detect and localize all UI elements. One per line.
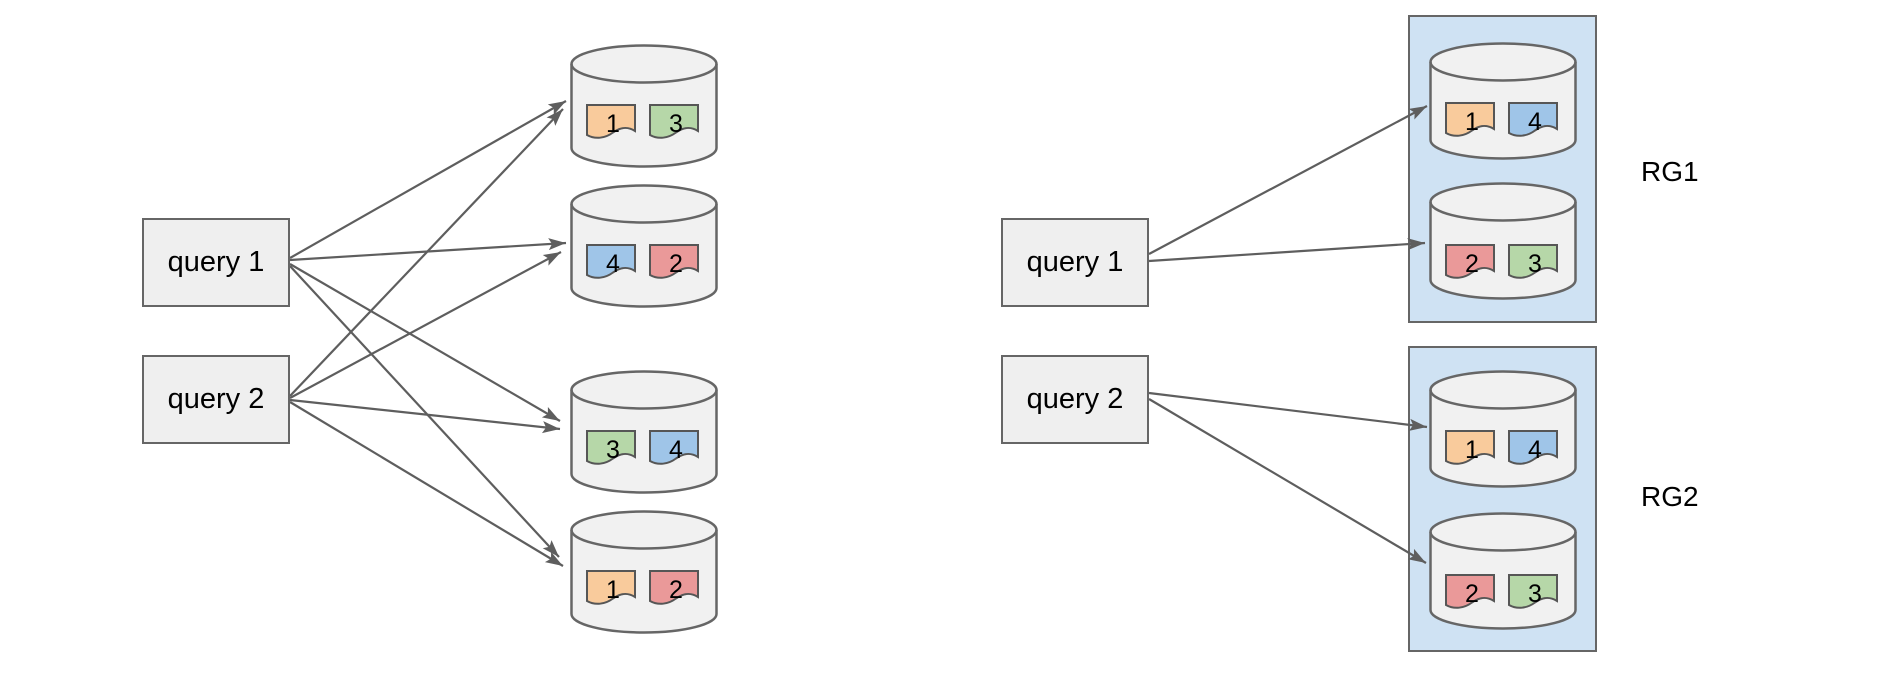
query-2-box-right: query 2 bbox=[1001, 355, 1149, 444]
segment-doc-icon bbox=[649, 430, 699, 465]
left-shard-3-segment-2: 4 bbox=[649, 430, 699, 465]
segment-number: 3 bbox=[606, 436, 620, 464]
left-shard-2-segment-1: 4 bbox=[586, 244, 636, 279]
query-2-box-left: query 2 bbox=[142, 355, 290, 444]
segment-number: 2 bbox=[1465, 580, 1479, 608]
left-shard-4-segment-2: 2 bbox=[649, 570, 699, 605]
segment-doc-icon bbox=[586, 430, 636, 465]
segment-doc-icon bbox=[1445, 430, 1495, 465]
replica-group-rg1-label: RG1 bbox=[1641, 156, 1699, 187]
rg1-shard-2-segment-1: 2 bbox=[1445, 244, 1495, 279]
rg2-shard-2-cylinder: 2 3 bbox=[1429, 512, 1577, 630]
arrow-left-q2-shard2 bbox=[289, 251, 562, 399]
segment-number: 3 bbox=[1528, 580, 1542, 608]
segment-number: 4 bbox=[1528, 436, 1542, 464]
left-shard-1-segment-2: 3 bbox=[649, 104, 699, 139]
segment-doc-icon bbox=[1445, 244, 1495, 279]
segment-doc-icon bbox=[1508, 102, 1558, 137]
arrow-left-q2-shard4 bbox=[289, 401, 564, 567]
arrow-left-q1-shard4 bbox=[289, 265, 560, 558]
arrow-left-q2-shard1 bbox=[289, 108, 564, 397]
left-shard-1-segment-1: 1 bbox=[586, 104, 636, 139]
segment-doc-icon bbox=[586, 244, 636, 279]
left-shard-3-segment-1: 3 bbox=[586, 430, 636, 465]
segment-number: 1 bbox=[606, 110, 620, 138]
database-cylinder-icon bbox=[1429, 182, 1577, 300]
query-1-box-right: query 1 bbox=[1001, 218, 1149, 307]
segment-number: 2 bbox=[1465, 250, 1479, 278]
arrow-right-q1-rg1-shard1 bbox=[1148, 105, 1428, 255]
segment-number: 2 bbox=[669, 576, 683, 604]
segment-doc-icon bbox=[649, 570, 699, 605]
segment-number: 1 bbox=[1465, 436, 1479, 464]
cylinder-rim bbox=[1429, 531, 1577, 552]
segment-number: 1 bbox=[606, 576, 620, 604]
segment-number: 2 bbox=[669, 250, 683, 278]
left-shard-2-segment-2: 2 bbox=[649, 244, 699, 279]
query-1-label-left: query 1 bbox=[167, 246, 265, 278]
rg1-shard-1-cylinder: 1 4 bbox=[1429, 42, 1577, 160]
rg1-shard-1-segment-1: 1 bbox=[1445, 102, 1495, 137]
arrow-right-q2-rg2-shard2 bbox=[1148, 398, 1427, 564]
segment-doc-icon bbox=[1445, 102, 1495, 137]
query-2-label-left: query 2 bbox=[167, 383, 265, 415]
arrow-left-q1-shard1 bbox=[289, 100, 567, 259]
database-cylinder-icon bbox=[1429, 42, 1577, 160]
rg1-shard-2-cylinder: 2 3 bbox=[1429, 182, 1577, 300]
left-shard-2-cylinder: 4 2 bbox=[570, 184, 718, 308]
cylinder-rim bbox=[1429, 389, 1577, 410]
arrow-left-q2-shard3 bbox=[289, 398, 561, 434]
rg1-shard-2-segment-2: 3 bbox=[1508, 244, 1558, 279]
segment-number: 4 bbox=[606, 250, 620, 278]
segment-doc-icon bbox=[649, 104, 699, 139]
left-shard-3-cylinder: 3 4 bbox=[570, 370, 718, 494]
cylinder-rim bbox=[1429, 201, 1577, 222]
segment-number: 3 bbox=[669, 110, 683, 138]
segment-number: 3 bbox=[1528, 250, 1542, 278]
cylinder-rim bbox=[1429, 61, 1577, 82]
replica-group-rg2-label: RG2 bbox=[1641, 481, 1699, 512]
cylinder-rim bbox=[570, 63, 718, 84]
rg2-shard-1-segment-1: 1 bbox=[1445, 430, 1495, 465]
segment-doc-icon bbox=[1508, 430, 1558, 465]
arrow-right-q2-rg2-shard1 bbox=[1148, 391, 1428, 431]
rg2-shard-2-segment-2: 3 bbox=[1508, 574, 1558, 609]
segment-doc-icon bbox=[1508, 574, 1558, 609]
query-1-label-right: query 1 bbox=[1026, 246, 1124, 278]
segment-number: 4 bbox=[1528, 108, 1542, 136]
segment-number: 4 bbox=[669, 436, 683, 464]
cylinder-rim bbox=[570, 529, 718, 550]
left-shard-4-segment-1: 1 bbox=[586, 570, 636, 605]
segment-number: 1 bbox=[1465, 108, 1479, 136]
rg1-shard-1-segment-2: 4 bbox=[1508, 102, 1558, 137]
segment-doc-icon bbox=[586, 104, 636, 139]
cylinder-rim bbox=[570, 203, 718, 224]
cylinder-rim bbox=[570, 389, 718, 410]
segment-doc-icon bbox=[1445, 574, 1495, 609]
arrow-right-q1-rg1-shard2 bbox=[1148, 238, 1426, 263]
query-2-label-right: query 2 bbox=[1026, 383, 1124, 415]
rg2-shard-1-segment-2: 4 bbox=[1508, 430, 1558, 465]
database-cylinder-icon bbox=[1429, 512, 1577, 630]
arrow-left-q1-shard3 bbox=[289, 263, 561, 422]
database-cylinder-icon bbox=[1429, 370, 1577, 488]
left-shard-4-cylinder: 1 2 bbox=[570, 510, 718, 634]
rg2-shard-2-segment-1: 2 bbox=[1445, 574, 1495, 609]
segment-doc-icon bbox=[586, 570, 636, 605]
left-shard-1-cylinder: 1 3 bbox=[570, 44, 718, 168]
segment-doc-icon bbox=[649, 244, 699, 279]
query-1-box-left: query 1 bbox=[142, 218, 290, 307]
rg2-shard-1-cylinder: 1 4 bbox=[1429, 370, 1577, 488]
segment-doc-icon bbox=[1508, 244, 1558, 279]
